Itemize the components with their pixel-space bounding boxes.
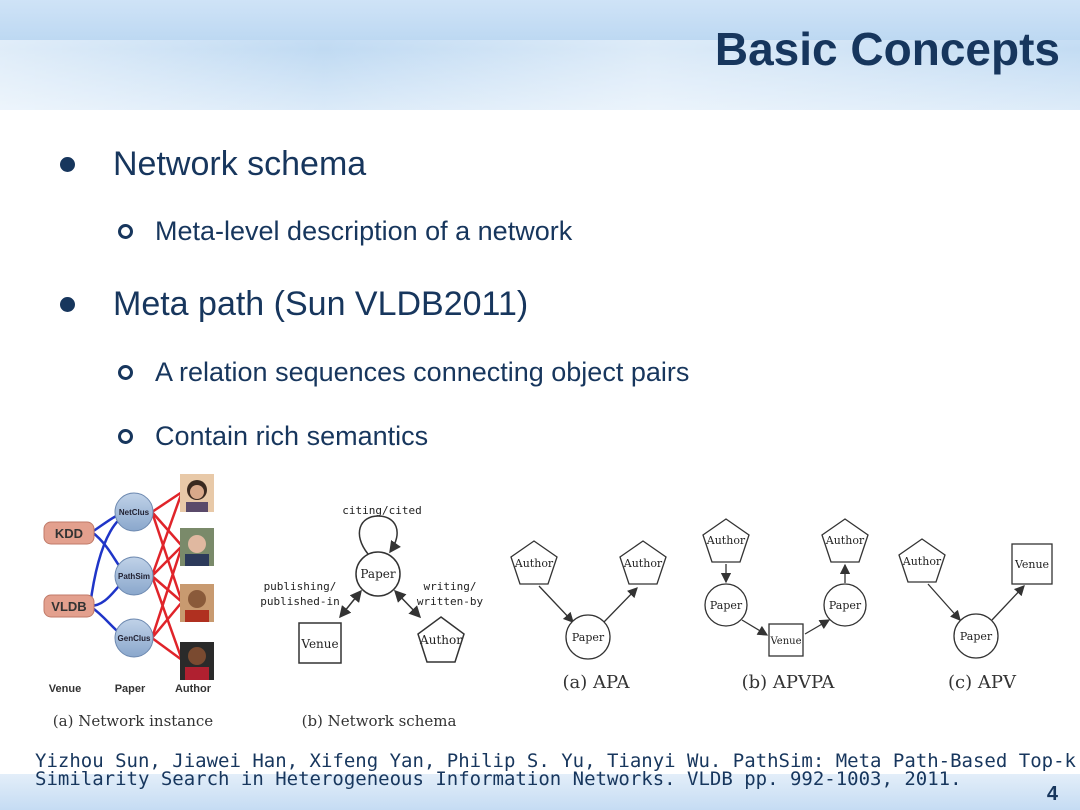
footer-band <box>0 774 1080 810</box>
network-instance: KDD VLDB NetClus PathSim GenClus <box>43 474 214 730</box>
sub-bullet-semantics: Contain rich semantics <box>118 421 428 452</box>
col-label-paper: Paper <box>115 683 146 695</box>
label-writing: writing/ <box>424 580 477 593</box>
col-label-venue: Venue <box>49 683 81 695</box>
venue-kdd: KDD <box>43 521 95 545</box>
schema-paper-label: Paper <box>360 567 395 581</box>
label-published-in: published-in <box>260 595 339 608</box>
svg-text:Author: Author <box>825 534 865 547</box>
caption-apa: (a) APA <box>563 672 631 693</box>
figures: KDD VLDB NetClus PathSim GenClus <box>43 474 1053 730</box>
svg-text:Venue: Venue <box>769 636 801 647</box>
header-clouds <box>0 40 1080 110</box>
svg-text:Author: Author <box>623 557 663 570</box>
caption-network-instance: (a) Network instance <box>53 712 214 730</box>
bullet-ring-icon <box>118 429 133 444</box>
bullet-ring-icon <box>118 365 133 380</box>
svg-text:Venue: Venue <box>1014 558 1049 571</box>
caption-apvpa: (b) APVPA <box>742 672 836 693</box>
header-banner <box>0 0 1080 110</box>
svg-text:VLDB: VLDB <box>51 599 86 614</box>
bullet-ring-icon <box>118 224 133 239</box>
slide-title: Basic Concepts <box>714 23 1060 75</box>
sub-bullet-text: Meta-level description of a network <box>155 216 573 246</box>
col-label-author: Author <box>175 683 212 695</box>
svg-text:GenClus: GenClus <box>118 634 151 643</box>
citation-line-2: Similarity Search in Heterogeneous Infor… <box>35 768 962 790</box>
bullet-meta-path: Meta path (Sun VLDB2011) <box>60 285 528 324</box>
citation-line-1: Yizhou Sun, Jiawei Han, Xifeng Yan, Phil… <box>35 750 1076 772</box>
network-schema: citing/cited Paper publishing/ published… <box>260 504 483 730</box>
svg-text:Paper: Paper <box>960 630 993 643</box>
meta-path-apa: Author Author Paper (a) APA <box>510 540 667 693</box>
svg-text:Author: Author <box>902 555 942 568</box>
schema-author-label: Author <box>419 633 462 647</box>
paper-pathsim: PathSim <box>114 556 154 596</box>
bullet-dot-icon <box>60 157 75 172</box>
meta-path-apv: Author Paper Venue (c) APV <box>898 538 1053 693</box>
author-photo-3 <box>180 584 214 622</box>
venue-vldb: VLDB <box>43 594 95 618</box>
svg-text:PathSim: PathSim <box>118 572 150 581</box>
svg-text:Paper: Paper <box>829 599 862 612</box>
author-photo-4 <box>180 642 214 680</box>
page-number: 4 <box>1046 783 1058 805</box>
caption-apv: (c) APV <box>948 672 1017 693</box>
schema-venue-node <box>298 622 342 664</box>
schema-paper-node <box>355 551 401 597</box>
label-written-by: written-by <box>417 595 484 608</box>
paper-netclus: NetClus <box>114 492 154 532</box>
author-photo-2 <box>180 528 214 566</box>
paper-genclus: GenClus <box>114 618 154 658</box>
bullet-text: Meta path (Sun VLDB2011) <box>113 285 529 323</box>
sub-bullet-text: Contain rich semantics <box>155 421 429 451</box>
svg-text:Author: Author <box>706 534 746 547</box>
meta-path-apvpa: Author Paper Venue Paper Author (b) APVP… <box>702 518 869 693</box>
schema-author-node <box>417 616 465 663</box>
schema-venue-label: Venue <box>300 637 338 651</box>
caption-network-schema: (b) Network schema <box>302 712 457 730</box>
bullet-network-schema: Network schema <box>60 145 366 184</box>
svg-text:Paper: Paper <box>572 631 605 644</box>
svg-text:Paper: Paper <box>710 599 743 612</box>
svg-text:KDD: KDD <box>55 526 83 541</box>
sub-bullet-meta-level: Meta-level description of a network <box>118 216 572 247</box>
bullet-dot-icon <box>60 297 75 312</box>
sub-bullet-text: A relation sequences connecting object p… <box>155 357 690 387</box>
author-photo-1 <box>180 474 214 512</box>
svg-text:Author: Author <box>514 557 554 570</box>
label-publishing: publishing/ <box>264 580 337 593</box>
svg-text:NetClus: NetClus <box>119 508 150 517</box>
bullet-text: Network schema <box>113 145 367 183</box>
sub-bullet-relation: A relation sequences connecting object p… <box>118 357 689 388</box>
label-citing-cited: citing/cited <box>342 504 421 517</box>
